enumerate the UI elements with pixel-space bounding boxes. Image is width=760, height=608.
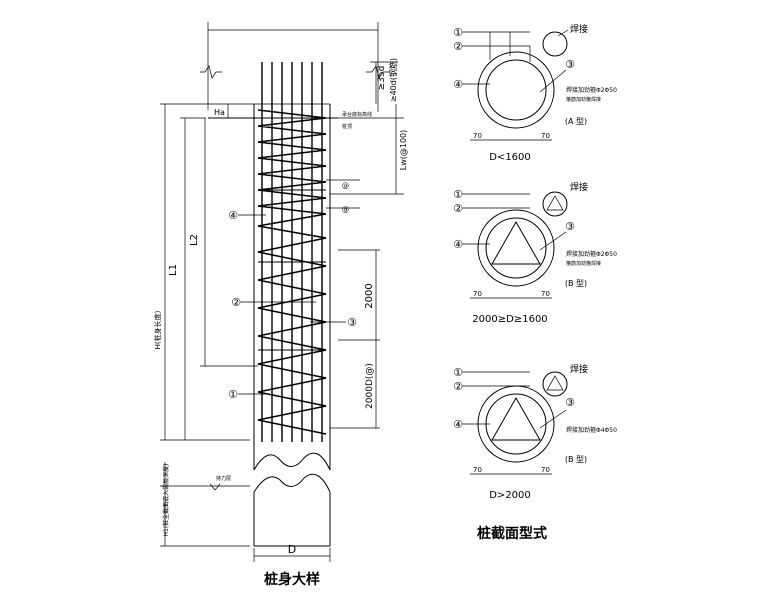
rock-top-label: 持力层 [216,475,231,482]
section-type: (B 型) [565,279,587,288]
spacing-2000-label: 2000 [364,283,375,308]
lw-label: Lw(@100) [399,130,408,171]
spiral-stirrup [257,109,327,435]
pile-break-bottom [253,473,331,493]
section-note: 焊接加劲箍Φ2Φ50 [566,86,617,94]
marker-3: ③ [565,220,575,233]
weld-detail-circle [542,371,568,397]
section-inner-circle [485,59,547,121]
cover-right: 70 [541,132,550,140]
weld-leader [557,29,569,37]
weld-label: 焊接 [570,181,588,193]
spacing-2000d-label: 2000D(@) [365,363,375,409]
l2-label: L2 [189,234,200,246]
pile-elevation: D Ha L1 L2 H(桩身长度) H1(桩全截面嵌入岩层深度) 持力层 ≥3… [153,22,408,588]
weld-detail-triangle [546,375,564,391]
section-size: D<1600 [489,152,531,163]
marker-2: ② [453,40,463,53]
marker-3: ③ [565,58,575,71]
cap-bottom-label: 承台底标高线 [342,111,372,118]
section-a: 焊接 ① ② ④ ③ 焊接加劲箍Φ2Φ50 箍筋加劲箍焊接 (A 型) 70 7… [453,23,617,163]
marker-1: ① [453,26,463,39]
section-note: 焊接加劲箍Φ2Φ50 [566,250,617,258]
marker-3: ③ [347,316,357,329]
marker-2: ② [453,202,463,215]
marker-4: ④ [228,209,238,222]
marker-2: ② [231,296,241,309]
weld-label: 焊接 [570,23,588,35]
weld-detail-circle [542,31,568,57]
marker-3: ③ [565,396,575,409]
marker-1: ① [453,366,463,379]
cover-left: 70 [473,290,482,298]
right-break-mark [366,65,390,79]
triangle-stiffener [491,220,541,265]
d-label: D [288,543,296,556]
section-outer-circle [477,209,555,287]
weld-detail-circle [542,191,568,217]
section-type: (A 型) [565,117,587,126]
section-note-2: 箍筋加劲箍焊接 [566,260,601,267]
section-b1: 焊接 ① ② ④ ③ 焊接加劲箍Φ2Φ50 箍筋加劲箍焊接 (B 型) 70 7… [453,181,617,325]
marker-2: ② [453,380,463,393]
marker-1: ① [228,388,238,401]
rock-level-symbol [209,483,221,491]
weld-detail-triangle [546,195,564,211]
anchor2-label: ≥40d(钢筋) [388,58,398,102]
pile-break-top [253,452,331,471]
l1-label: L1 [168,264,179,276]
section-note: 焊接加劲箍Φ4Φ50 [566,426,617,434]
anchor-label: ≥35d [377,66,387,91]
weld-label: 焊接 [570,363,588,375]
ha-label: Ha [214,108,225,117]
section-note-2: 箍筋加劲箍焊接 [566,96,601,103]
section-size: 2000≥D≥1600 [472,314,547,325]
section-inner-circle [485,217,547,279]
pile-top-label: 桩顶 [342,123,352,130]
cover-right: 70 [541,466,550,474]
marker-4: ④ [453,238,463,251]
section-outer-circle [477,51,555,129]
note-leader [539,231,567,251]
h1-label: H1(桩全截面嵌入岩层深度) [162,463,170,536]
elevation-title: 桩身大样 [264,571,320,588]
note-leader [539,409,567,429]
at2-label: @ [342,206,349,214]
note-leader [539,69,567,93]
h-total-label: H(桩身长度) [153,310,162,349]
section-inner-circle [485,393,547,455]
section-b2: 焊接 ① ② ④ ③ 焊接加劲箍Φ4Φ50 (B 型) 70 70 D>2000 [453,363,617,501]
triangle-stiffener [491,396,541,441]
marker-1: ① [453,188,463,201]
left-break-mark [200,65,222,79]
cover-left: 70 [473,132,482,140]
at1-label: @ [342,182,349,190]
marker-4: ④ [453,78,463,91]
section-type: (B 型) [565,455,587,464]
section-size: D>2000 [489,490,531,501]
sections-title: 桩截面型式 [477,525,547,542]
marker-4: ④ [453,418,463,431]
cover-right: 70 [541,290,550,298]
cover-left: 70 [473,466,482,474]
